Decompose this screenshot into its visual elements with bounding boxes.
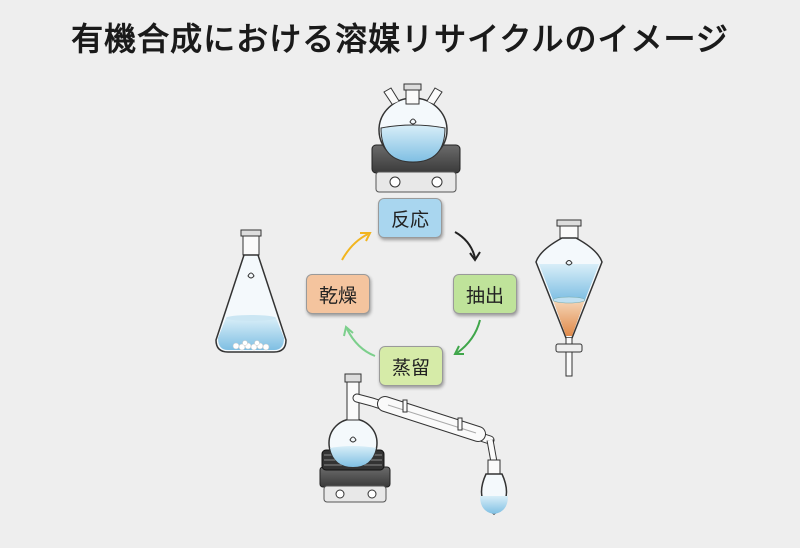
erlenmeyer-flask-icon	[215, 229, 287, 353]
arrow-distillation-to-drying	[346, 328, 376, 357]
step-reaction: 反応	[378, 198, 442, 238]
step-distillation-label: 蒸留	[391, 356, 430, 379]
step-drying-label: 乾燥	[318, 284, 357, 307]
arrow-drying-to-reaction	[341, 233, 369, 261]
separatory-funnel-icon	[535, 219, 603, 377]
step-drying: 乾燥	[306, 274, 370, 314]
three-neck-flask-hotplate-icon	[371, 83, 461, 193]
page-title: 有機合成における溶媒リサイクルのイメージ	[71, 20, 729, 58]
distillation-apparatus-icon	[319, 373, 508, 515]
arrow-extraction-to-distillation	[456, 319, 481, 354]
arrow-reaction-to-extraction	[454, 231, 476, 259]
step-distillation: 蒸留	[379, 346, 443, 386]
step-extraction-label: 抽出	[465, 284, 504, 307]
step-extraction: 抽出	[453, 274, 517, 314]
step-reaction-label: 反応	[390, 208, 429, 231]
